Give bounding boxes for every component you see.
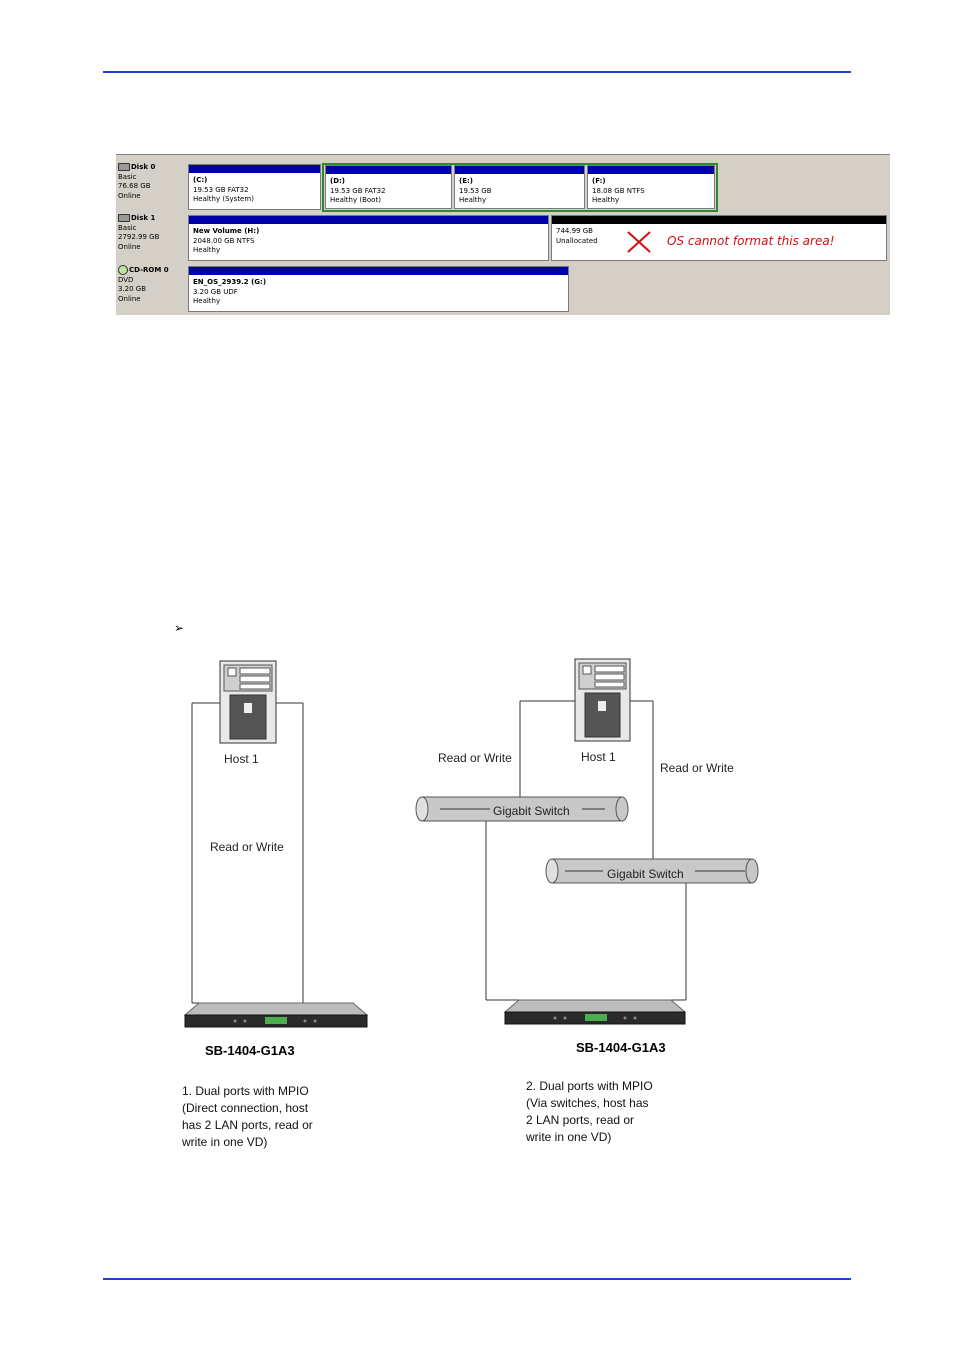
gigabit-switch-icon <box>545 858 759 884</box>
partition-detail: 19.53 GB <box>459 186 492 195</box>
caption-line: write in one VD) <box>182 1135 268 1149</box>
host-label: Host 1 <box>581 750 616 764</box>
disk-management-panel: Disk 0 Basic 76.68 GB Online (C:) 19.53 … <box>116 154 890 315</box>
partition-label: New Volume (H:) <box>193 227 260 235</box>
partition-c[interactable]: (C:) 19.53 GB FAT32 Healthy (System) <box>188 164 321 210</box>
cd-rom-icon <box>118 265 128 275</box>
disk-row-0[interactable]: Disk 0 Basic 76.68 GB Online (C:) 19.53 … <box>116 161 890 212</box>
host-label: Host 1 <box>224 752 259 766</box>
partition-g[interactable]: EN_OS_2939.2 (G:) 3.20 GB UDF Healthy <box>188 266 569 312</box>
caption-line: 2. Dual ports with MPIO <box>526 1079 653 1093</box>
caption-line: (Direct connection, host <box>182 1101 309 1115</box>
partition-health: Unallocated <box>556 236 598 245</box>
model-name: SB-1404-G1A3 <box>205 1043 295 1058</box>
os-warning-text: OS cannot format this area! <box>667 234 835 248</box>
footer-rule <box>103 1278 851 1280</box>
disk-row-cdrom[interactable]: CD-ROM 0 DVD 3.20 GB Online EN_OS_2939.2… <box>116 263 890 313</box>
partition-e[interactable]: (E:) 19.53 GB Healthy <box>454 165 585 209</box>
path-label-left: Read or Write <box>438 751 512 765</box>
disk-status: Online <box>118 242 141 251</box>
red-x-icon <box>627 231 651 253</box>
partition-detail: 18.08 GB NTFS <box>592 186 645 195</box>
hard-disk-icon <box>118 214 130 222</box>
storage-rack-icon <box>503 999 687 1025</box>
partition-detail: 3.20 GB UDF <box>193 287 238 296</box>
partition-label: EN_OS_2939.2 (G:) <box>193 278 267 286</box>
switch-label: Gigabit Switch <box>493 804 570 818</box>
disk-size: 3.20 GB <box>118 285 147 293</box>
disk-row-1[interactable]: Disk 1 Basic 2792.99 GB Online New Volum… <box>116 212 890 262</box>
partition-label: (F:) <box>592 177 606 185</box>
disk-info-cdrom: CD-ROM 0 DVD 3.20 GB Online <box>118 265 184 311</box>
path-label: Read or Write <box>210 840 284 854</box>
partition-unallocated[interactable]: 744.99 GB Unallocated <box>551 215 887 261</box>
disk-status: Online <box>118 294 141 303</box>
partition-f[interactable]: (F:) 18.08 GB NTFS Healthy <box>587 165 715 209</box>
disk-name: CD-ROM 0 <box>129 266 169 274</box>
partition-health: Healthy <box>592 196 620 204</box>
selection-frame <box>322 163 718 212</box>
bullet-arrow: ➢ <box>174 621 185 635</box>
disk-name: Disk 0 <box>131 163 156 171</box>
disk-name: Disk 1 <box>131 214 156 222</box>
partition-h[interactable]: New Volume (H:) 2048.00 GB NTFS Healthy <box>188 215 549 261</box>
path-label-right: Read or Write <box>660 761 734 775</box>
partition-detail: 2048.00 GB NTFS <box>193 236 255 245</box>
caption-1: 1. Dual ports with MPIO (Direct connecti… <box>182 1083 313 1151</box>
partition-label: (C:) <box>193 176 208 184</box>
hard-disk-icon <box>118 163 130 171</box>
host-server-icon <box>574 658 631 742</box>
caption-line: (Via switches, host has <box>526 1096 649 1110</box>
partition-health: Healthy (Boot) <box>330 196 381 204</box>
gigabit-switch-icon <box>415 796 629 822</box>
caption-line: has 2 LAN ports, read or <box>182 1118 313 1132</box>
partition-detail: 744.99 GB <box>556 227 593 235</box>
disk-type: DVD <box>118 275 134 284</box>
model-name: SB-1404-G1A3 <box>576 1040 666 1055</box>
diagram1-wires <box>191 702 304 1004</box>
diagram2-wires <box>485 700 687 1001</box>
storage-rack-icon <box>183 1002 369 1028</box>
partition-d[interactable]: (D:) 19.53 GB FAT32 Healthy (Boot) <box>325 165 452 209</box>
partition-health: Healthy <box>193 297 221 305</box>
header-rule <box>103 71 851 73</box>
caption-line: 2 LAN ports, read or <box>526 1113 635 1127</box>
switch-label: Gigabit Switch <box>607 867 684 881</box>
disk-type: Basic <box>118 223 137 232</box>
disk-info-1: Disk 1 Basic 2792.99 GB Online <box>118 214 184 260</box>
disk-size: 2792.99 GB <box>118 233 160 241</box>
disk-type: Basic <box>118 172 137 181</box>
host-server-icon <box>219 660 277 744</box>
partition-detail: 19.53 GB FAT32 <box>193 185 249 194</box>
partition-label: (D:) <box>330 177 346 185</box>
disk-info-0: Disk 0 Basic 76.68 GB Online <box>118 163 184 209</box>
disk-status: Online <box>118 191 141 200</box>
partition-health: Healthy <box>193 246 221 254</box>
disk-size: 76.68 GB <box>118 182 151 190</box>
caption-line: write in one VD) <box>526 1130 612 1144</box>
caption-line: 1. Dual ports with MPIO <box>182 1084 309 1098</box>
partition-label: (E:) <box>459 177 473 185</box>
partition-health: Healthy (System) <box>193 195 254 203</box>
caption-2: 2. Dual ports with MPIO (Via switches, h… <box>526 1078 653 1146</box>
partition-health: Healthy <box>459 196 487 204</box>
partition-detail: 19.53 GB FAT32 <box>330 186 386 195</box>
